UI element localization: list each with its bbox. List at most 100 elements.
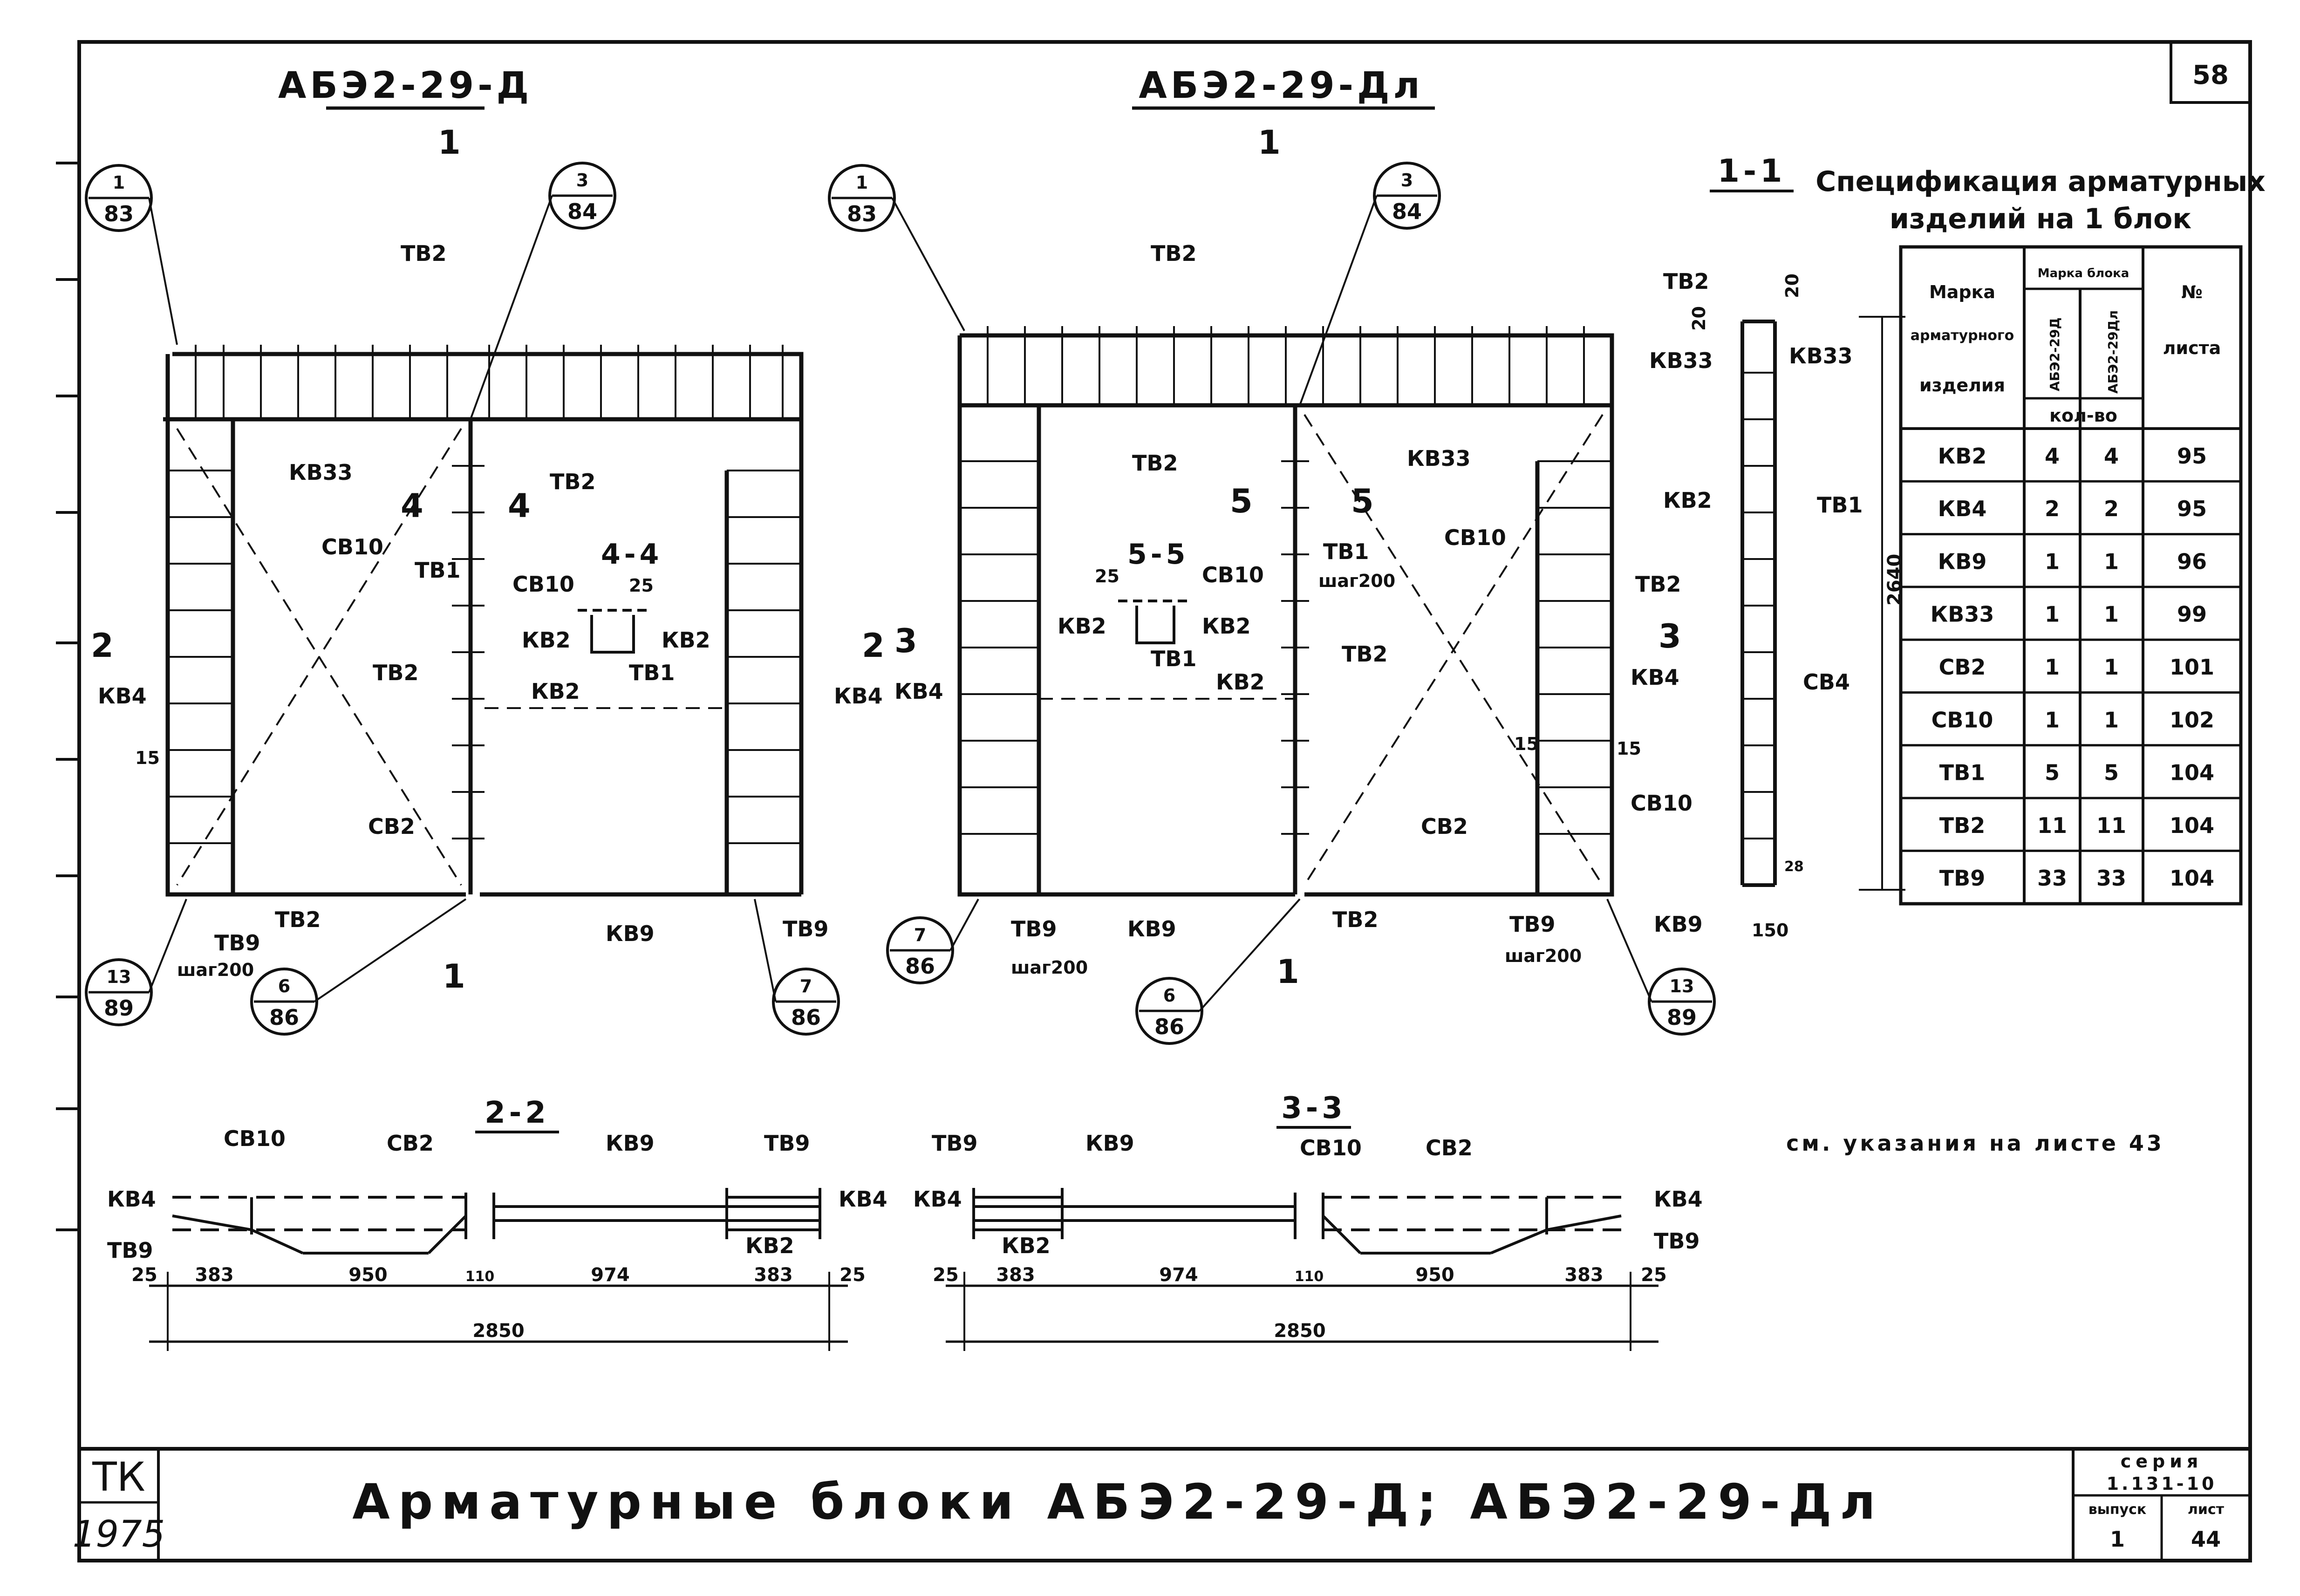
label-tb2: ТВ2	[1332, 907, 1378, 932]
label-tb9: ТВ9	[214, 930, 260, 955]
label-cb10: СВ10	[1444, 525, 1506, 550]
sheet-label: лист	[2188, 1501, 2225, 1518]
svg-text:25: 25	[1641, 1264, 1667, 1286]
dim-15: 15	[1617, 738, 1641, 759]
spec-head-qty: кол-во	[2049, 405, 2117, 426]
spec-cell-a: 5	[2045, 760, 2060, 785]
label-tb2: ТВ2	[1342, 641, 1387, 667]
svg-text:383: 383	[996, 1264, 1035, 1286]
cut-mark-4: 4	[508, 487, 534, 525]
right-frame-outline	[957, 333, 1614, 897]
svg-text:1: 1	[113, 172, 125, 193]
svg-text:25: 25	[131, 1264, 157, 1286]
label-kb4: КВ4	[913, 1187, 962, 1212]
right-diagonal-bars	[1039, 414, 1604, 886]
stamp-tk: ТК	[92, 1454, 145, 1501]
spec-cell-b: 1	[2104, 549, 2119, 574]
label-tb9: ТВ9	[1509, 912, 1555, 937]
section-3-3-plan	[972, 1188, 1622, 1255]
section-4-4-title: 4-4	[601, 538, 662, 571]
section-3-3-title: 3-3	[1281, 1091, 1346, 1125]
label-tb1: ТВ1	[629, 660, 675, 685]
cut-mark-2: 2	[862, 627, 888, 665]
label-kb9: КВ9	[1085, 1131, 1134, 1156]
spec-cell-b: 5	[2104, 760, 2119, 785]
section-2-2-dimensions: 25 383 950 110 974 383 25 2850	[131, 1264, 866, 1351]
label-tb2: ТВ2	[373, 660, 418, 685]
callout-1-83: 1 83	[85, 164, 178, 345]
label-cb2: СВ2	[368, 814, 415, 839]
callout-3-84: 3 84	[1299, 162, 1441, 406]
label-tb9: ТВ9	[764, 1131, 810, 1156]
label-kb4: КВ4	[1631, 665, 1679, 690]
svg-text:950: 950	[1415, 1264, 1454, 1286]
spec-cell-a: 1	[2045, 707, 2060, 732]
label-cb2: СВ2	[1426, 1135, 1473, 1160]
spec-cell-mark: КВ33	[1931, 602, 1994, 627]
svg-text:86: 86	[269, 1005, 299, 1030]
cut-mark-1: 1	[438, 123, 464, 162]
right-stirrups	[960, 326, 1612, 835]
spec-cell-a: 1	[2045, 655, 2060, 680]
label-kb9: КВ9	[1127, 916, 1176, 941]
label-tb9: ТВ9	[783, 916, 828, 941]
note-see-sheet-43: см. указания на листе 43	[1786, 1131, 2164, 1156]
callout-13-89: 13 89	[1606, 899, 1716, 1036]
spec-cell-a: 33	[2037, 866, 2067, 891]
spec-head-col-b: АБЭ2-29Дл	[2105, 310, 2121, 394]
label-tb1: ТВ1	[1151, 646, 1196, 671]
svg-text:13: 13	[1670, 976, 1694, 996]
left-stirrups	[168, 345, 801, 844]
label-kb2: КВ2	[531, 679, 580, 704]
spec-cell-a: 2	[2045, 496, 2060, 521]
label-kb33: КВ33	[1649, 348, 1713, 373]
label-kb9: КВ9	[606, 921, 655, 946]
spec-head-sheet: листа	[2163, 338, 2221, 358]
section-1-1-cage	[1740, 320, 1777, 887]
label-kb9: КВ9	[1654, 912, 1703, 937]
spec-cell-sheet: 101	[2170, 655, 2214, 680]
svg-text:974: 974	[1159, 1264, 1198, 1286]
svg-text:89: 89	[104, 996, 134, 1021]
label-kb2: КВ2	[1058, 614, 1106, 639]
dim-15: 15	[1514, 734, 1539, 754]
section-1-1-stirrups	[1742, 316, 1905, 891]
label-kb4: КВ4	[839, 1187, 887, 1212]
spec-title: Спецификация арматурных	[1815, 165, 2266, 198]
svg-text:1: 1	[856, 172, 868, 193]
sheet-value: 44	[2191, 1527, 2221, 1552]
label-kb4: КВ4	[1654, 1187, 1703, 1212]
dim-15: 15	[135, 748, 160, 768]
binding-ticks	[56, 162, 79, 1231]
spec-head-mark: арматурного	[1911, 327, 2014, 344]
label-kb2: КВ2	[745, 1233, 794, 1258]
label-kb2: КВ2	[662, 627, 710, 653]
page-number: 58	[2192, 60, 2229, 90]
left-frame-outline	[163, 352, 804, 897]
spec-cell-sheet: 95	[2177, 496, 2207, 521]
label-tb9: ТВ9	[932, 1131, 977, 1156]
cut-mark-5: 5	[1351, 482, 1378, 520]
svg-text:25: 25	[933, 1264, 959, 1286]
label-tb9: ТВ9	[107, 1238, 153, 1263]
label-kb4: КВ4	[107, 1187, 156, 1212]
label-tb9: ТВ9	[1011, 916, 1057, 941]
svg-text:383: 383	[754, 1264, 793, 1286]
label-kb2: КВ2	[1663, 488, 1712, 513]
label-step200: шаг200	[1318, 571, 1395, 591]
spec-cell-mark: СВ2	[1939, 655, 1986, 680]
svg-text:25: 25	[839, 1264, 866, 1286]
spec-cell-a: 4	[2045, 443, 2060, 469]
label-cb10: СВ10	[1300, 1135, 1362, 1160]
svg-text:110: 110	[465, 1269, 495, 1285]
label-tb1: ТВ1	[1817, 492, 1863, 518]
page-number-box	[2170, 41, 2252, 104]
section-3-3-dimensions: 25 383 974 110 950 383 25 2850	[933, 1264, 1667, 1351]
svg-text:110: 110	[1295, 1269, 1324, 1285]
spec-cell-mark: ТВ1	[1939, 760, 1985, 785]
cut-mark-1: 1	[1276, 953, 1303, 991]
svg-text:383: 383	[195, 1264, 234, 1286]
callout-6-86: 6 86	[1135, 898, 1301, 1045]
label-kb2: КВ2	[522, 627, 571, 653]
spec-cell-a: 1	[2045, 549, 2060, 574]
